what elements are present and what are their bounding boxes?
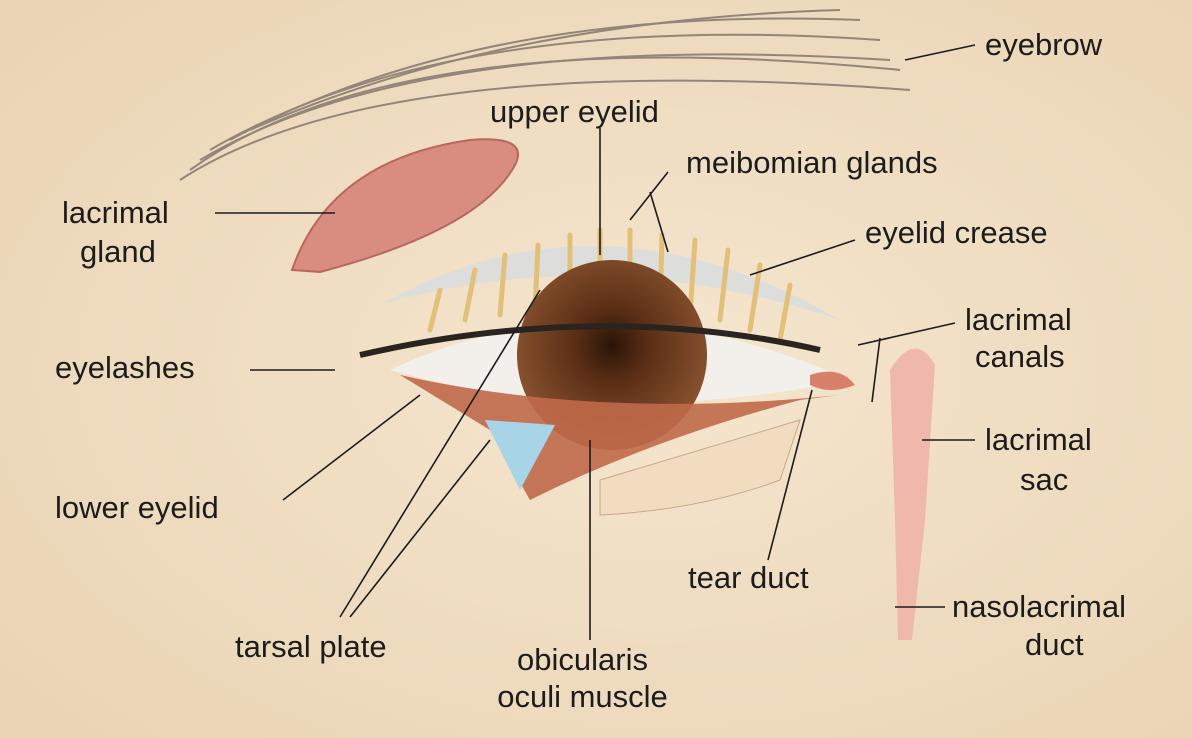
label-eyelashes: eyelashes: [55, 350, 195, 385]
label-tarsal-plate: tarsal plate: [235, 629, 387, 664]
label-lacrimal-canals-1: lacrimal: [965, 302, 1072, 337]
label-meibomian-glands: meibomian glands: [686, 145, 938, 180]
label-eyebrow: eyebrow: [985, 27, 1103, 62]
lacrimal-gland-shape: [290, 138, 519, 274]
label-nasolacrimal-duct-1: nasolacrimal: [952, 589, 1127, 624]
label-obicularis-2: oculi muscle: [497, 679, 668, 714]
label-lacrimal-gland-1: lacrimal: [62, 195, 169, 230]
label-lower-eyelid: lower eyelid: [55, 490, 219, 525]
label-upper-eyelid: upper eyelid: [490, 94, 659, 129]
lacrimal-sac-shape: [890, 348, 935, 640]
label-eyelid-crease: eyelid crease: [865, 215, 1048, 250]
eyebrow-shape: [179, 9, 911, 181]
leader-lines: [215, 44, 976, 640]
label-lacrimal-sac-2: sac: [1020, 462, 1069, 497]
label-nasolacrimal-duct-2: duct: [1025, 627, 1084, 662]
label-lacrimal-canals-2: canals: [975, 339, 1065, 374]
label-tear-duct: tear duct: [688, 560, 809, 595]
label-obicularis-1: obicularis: [517, 642, 648, 677]
label-lacrimal-gland-2: gland: [80, 234, 156, 269]
label-lacrimal-sac-1: lacrimal: [985, 422, 1092, 457]
